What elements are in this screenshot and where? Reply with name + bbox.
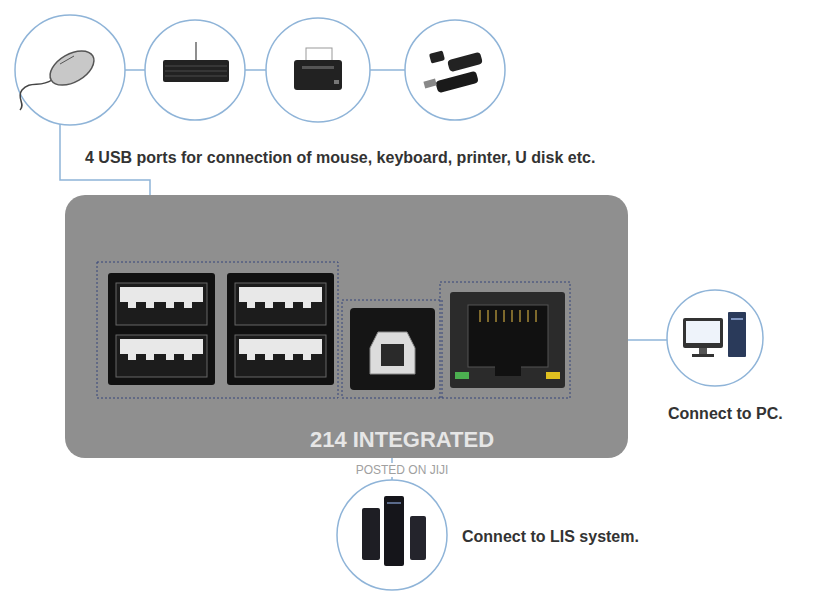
usb-caption: 4 USB ports for connection of mouse, key… [85,148,595,167]
mouse-icon [20,44,100,110]
usb-disk-icon [423,50,483,93]
pc-caption: Connect to PC. [668,404,783,423]
watermark: POSTED ON JIJI [352,463,453,477]
ethernet-port [450,292,565,388]
keyboard-icon [163,42,229,82]
usb-b-port [350,308,435,390]
leader-lines [60,70,667,480]
usb-a-port [227,273,334,385]
pc-icon [683,312,746,357]
lis-caption: Connect to LIS system. [462,527,639,546]
device-circles [15,15,763,590]
printer-icon [294,48,342,90]
device-panel [65,195,628,458]
watermark: 214 INTEGRATED [306,427,498,453]
server-icon [362,496,426,566]
port-frames [97,262,570,398]
usb-a-port [108,273,215,385]
